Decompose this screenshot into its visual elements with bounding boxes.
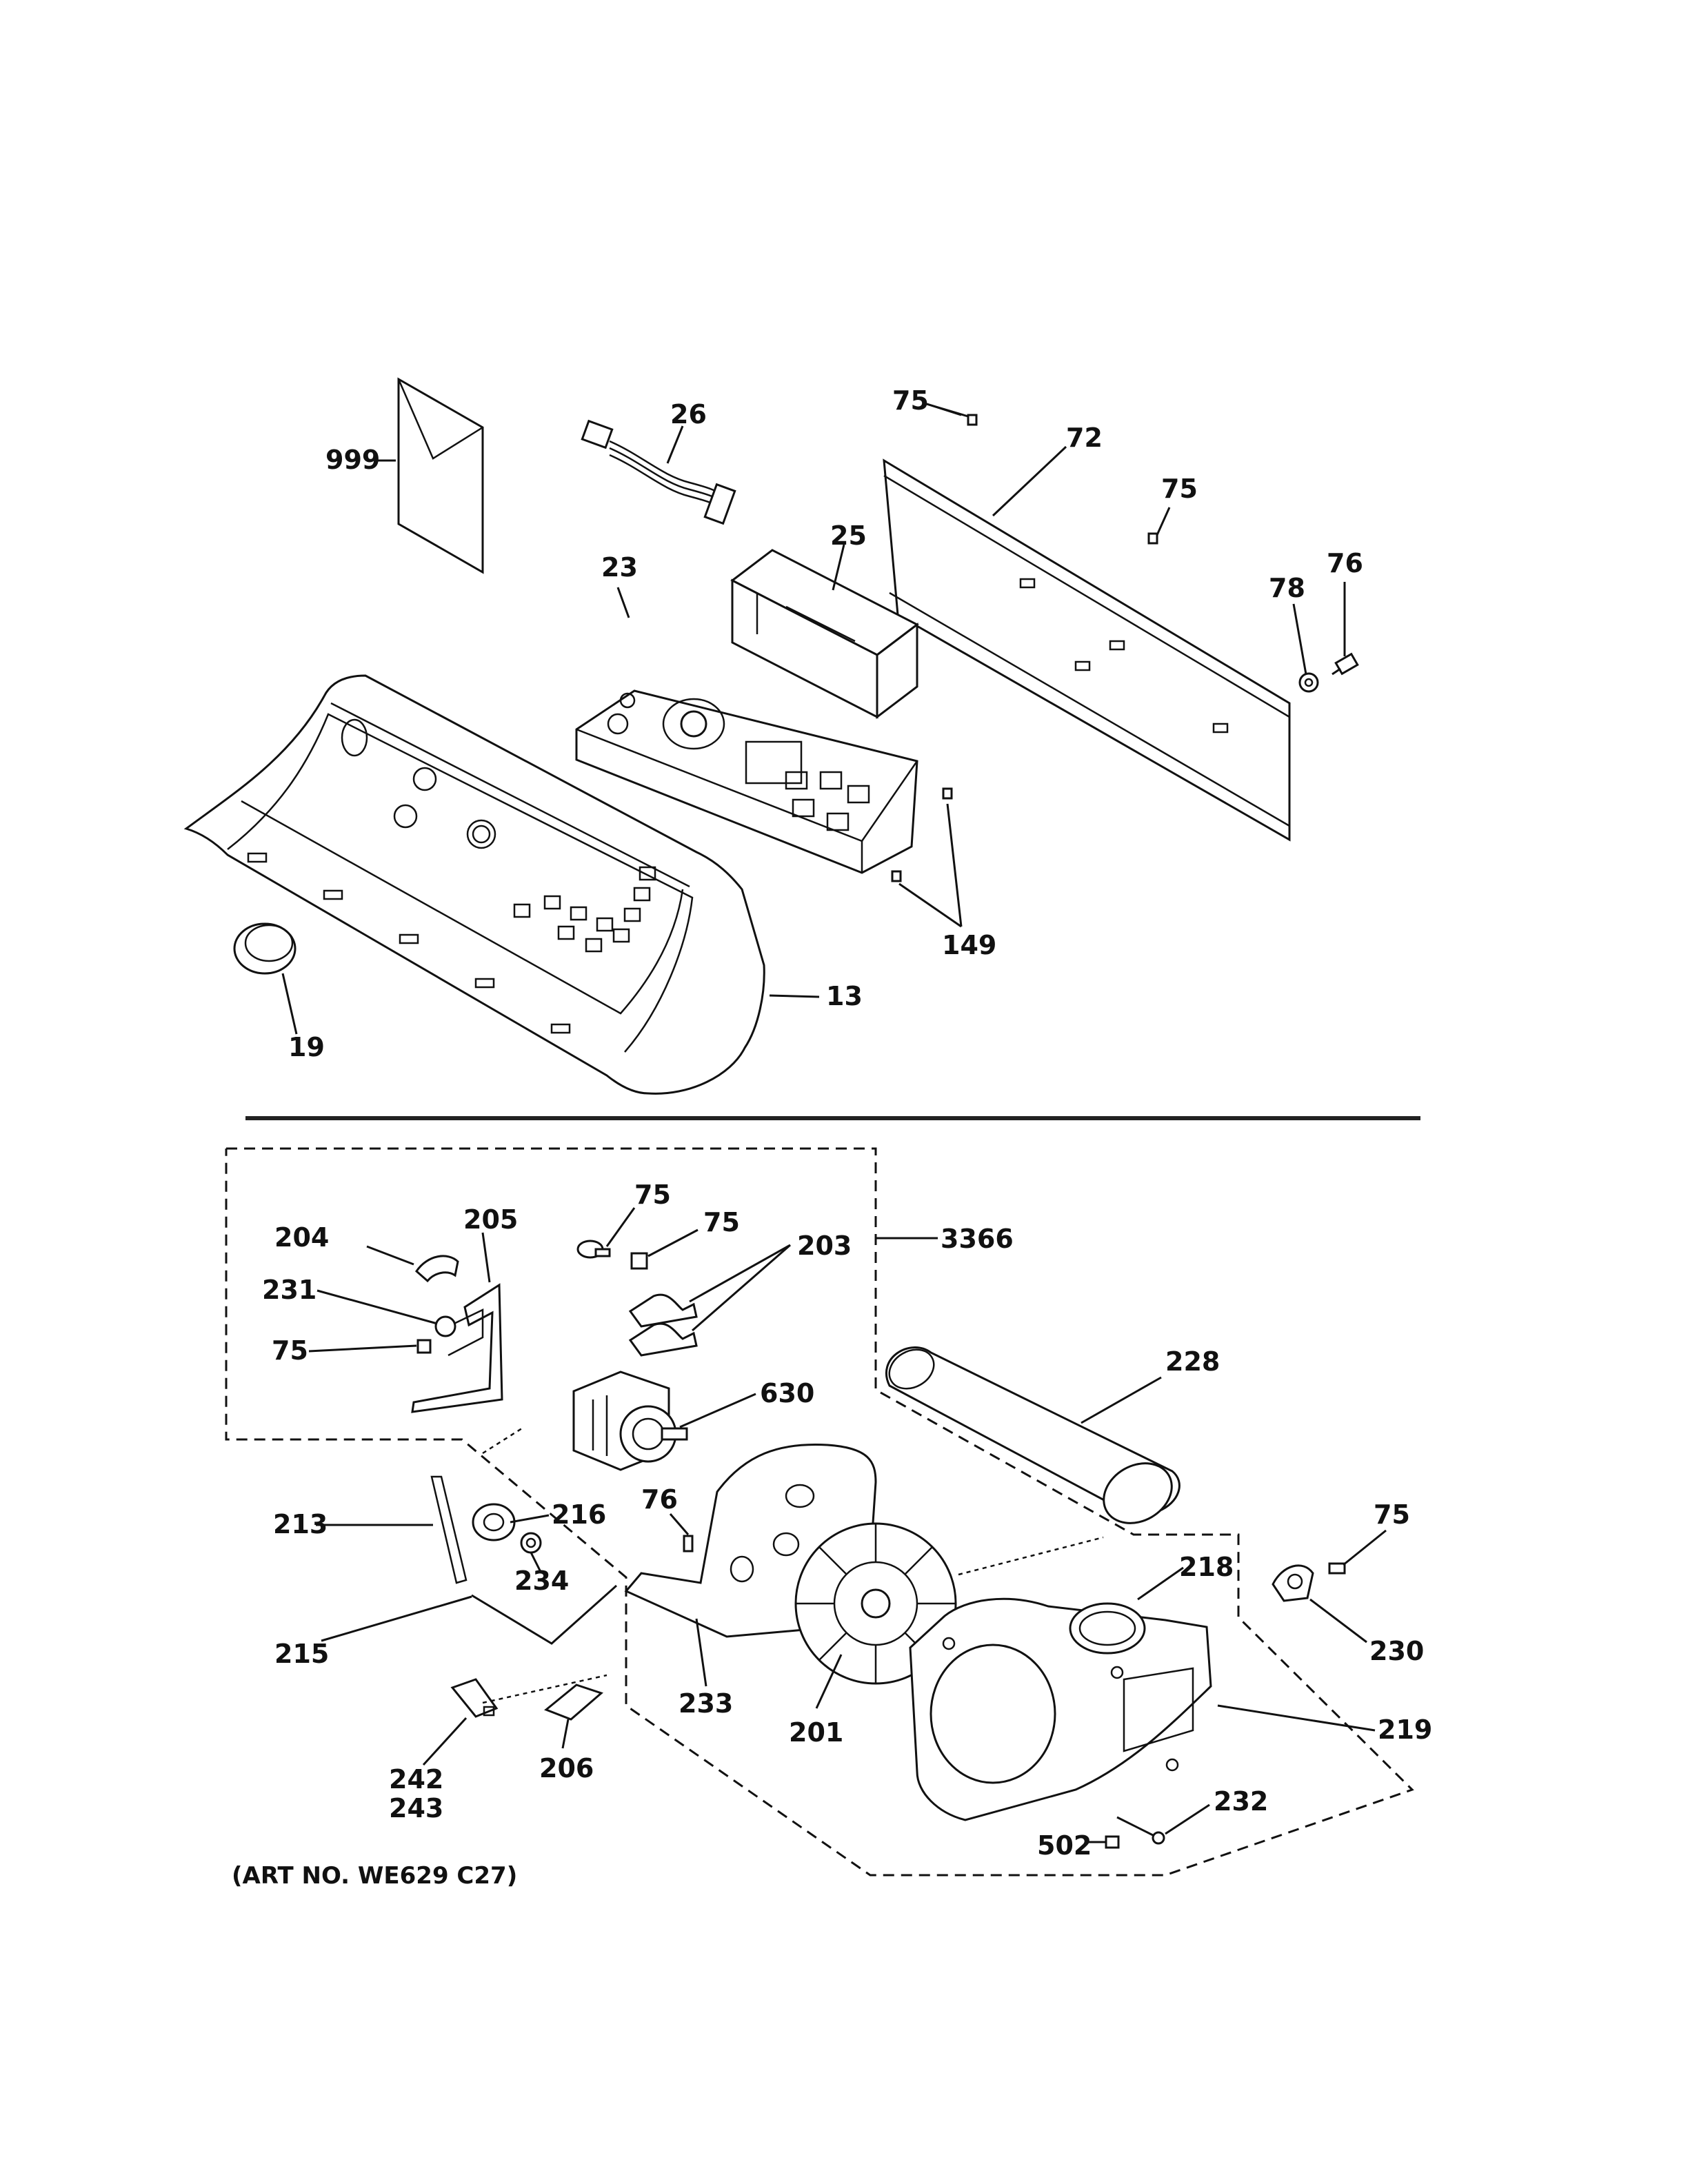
label-234: 234 [514,1566,569,1596]
part-72-rear-panel [883,458,1291,842]
part-630-drive-motor [572,1371,688,1471]
part-216-idler-pulley [472,1503,516,1541]
part-19-knob [233,922,297,975]
label-219: 219 [1378,1715,1432,1745]
part-502-screw [1105,1835,1120,1849]
label-201: 201 [789,1717,843,1748]
label-232: 232 [1214,1786,1268,1817]
part-25-control-box [730,549,919,720]
label-502: 502 [1037,1830,1092,1861]
label-75: 75 [1374,1499,1410,1530]
part-75-screw-middle [1147,532,1158,545]
part-75-screw-right [1328,1562,1346,1575]
part-231-screw [434,1315,456,1337]
label-75: 75 [634,1180,671,1210]
part-76-screw-top [1332,652,1359,676]
label-999: 999 [325,445,380,475]
part-228-exhaust-duct [885,1346,1180,1524]
label-242: 242 [389,1764,443,1794]
label-75: 75 [272,1335,308,1366]
label-230: 230 [1369,1636,1424,1666]
part-213-belt [430,1475,468,1584]
label-243: 243 [389,1793,443,1823]
label-206: 206 [539,1753,594,1783]
label-233: 233 [679,1688,733,1719]
part-215-idler-arm [471,1584,617,1645]
label-25: 25 [830,520,867,551]
part-205-motor-bracket [411,1283,503,1413]
part-219-blower-cover [909,1597,1212,1821]
label-19: 19 [288,1032,325,1062]
label-205: 205 [463,1204,518,1235]
part-203-clamp-lower [628,1322,698,1357]
label-231: 231 [262,1275,316,1305]
label-26: 26 [670,399,707,429]
part-75-screw-203a [576,1240,611,1259]
label-228: 228 [1165,1346,1220,1377]
part-23-control-board [575,689,918,874]
label-76: 76 [1327,548,1363,578]
label-13: 13 [826,981,863,1011]
label-204: 204 [274,1222,329,1253]
label-216: 216 [552,1499,606,1530]
part-206-block [544,1684,603,1721]
label-213: 213 [273,1509,328,1539]
label-75: 75 [1161,474,1198,504]
label-76: 76 [641,1484,678,1515]
part-234-nut [520,1532,542,1554]
label-630: 630 [760,1378,814,1408]
part-218-seal [1069,1602,1146,1655]
label-149: 149 [942,930,996,960]
part-232-screw [1116,1816,1165,1845]
label-203: 203 [797,1231,852,1261]
part-203-clamp-upper [628,1293,698,1328]
part-26-wire-harness [581,419,736,525]
part-149-screws [891,787,953,882]
part-204-clip [415,1255,459,1283]
part-242-243-switch [450,1678,499,1718]
part-76-screw-bottom [683,1535,694,1553]
label-23: 23 [601,552,638,583]
label-3366: 3366 [941,1224,1014,1254]
part-999-envelope [397,377,484,574]
part-75-screw-left [416,1339,432,1354]
part-230-thermostat [1272,1564,1314,1602]
part-13-console [183,674,765,1095]
art-number-caption: (ART NO. WE629 C27) [232,1862,517,1890]
label-78: 78 [1269,573,1305,603]
kit-3366-boundary [225,1147,1414,1877]
part-78-star-washer [1298,672,1319,693]
label-215: 215 [274,1639,329,1669]
label-75: 75 [892,385,929,416]
part-75-screw-203b [630,1252,648,1270]
label-72: 72 [1066,423,1103,453]
label-218: 218 [1179,1552,1234,1582]
label-75: 75 [703,1207,740,1237]
part-75-screw-top [967,414,978,426]
